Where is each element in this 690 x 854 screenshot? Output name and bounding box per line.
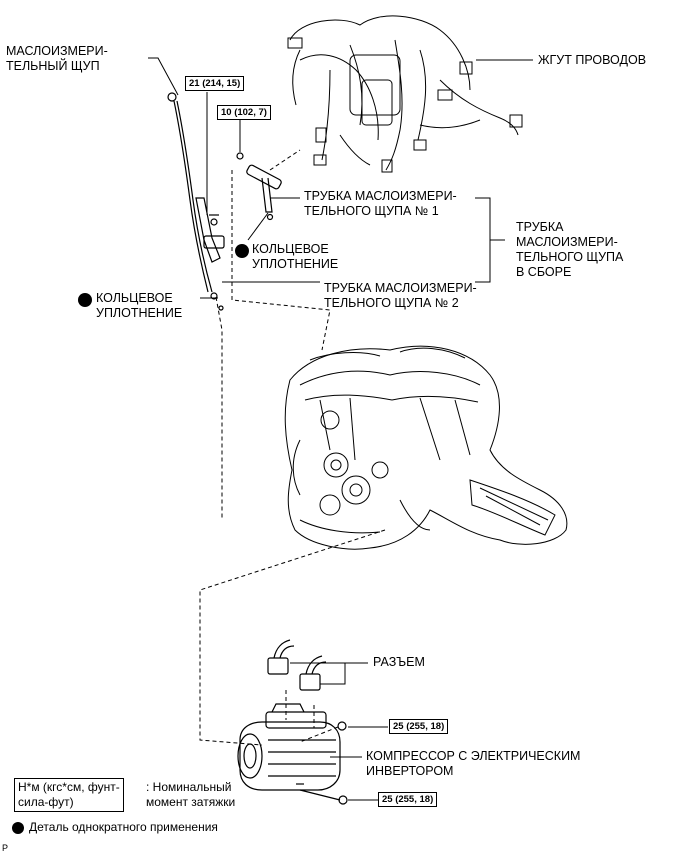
dipstick-tube-2-drawing [195, 197, 225, 263]
label-compressor: КОМПРЕССОР С ЭЛЕКТРИЧЕСКИМ ИНВЕРТОРОМ [366, 749, 581, 778]
label-oring-lower: КОЛЬЦЕВОЕ УПЛОТНЕНИЕ [96, 291, 183, 320]
legend-nonreusable-text: Деталь однократного применения [29, 820, 218, 834]
engine-drawing [284, 345, 568, 550]
label-wire-harness: ЖГУТ ПРОВОДОВ [538, 53, 647, 67]
torque-spec-dipstick-tube-1: 10 (102, 7) [217, 105, 271, 120]
bracket-tube-assy [475, 197, 491, 283]
label-connector: РАЗЪЕМ [373, 655, 425, 669]
label-dipstick: МАСЛОИЗМЕРИ- ТЕЛЬНЫЙ ЩУП [6, 44, 108, 73]
leader-dipstick [148, 57, 179, 96]
torque-spec-compressor-bolt: 25 (255, 18) [378, 792, 438, 807]
legend-nonreusable-marker [12, 822, 24, 834]
leader-oring-upper [247, 212, 269, 241]
compressor-drawing [237, 703, 348, 805]
legend-torque-unit: Н*м (кгс*см, фунт- сила-фут) [14, 778, 124, 812]
label-tube-1: ТРУБКА МАСЛОИЗМЕРИ- ТЕЛЬНОГО ЩУПА № 1 [304, 189, 457, 218]
assembly-lines [199, 149, 386, 746]
bracket-connector [290, 662, 346, 685]
label-tube-assembly: ТРУБКА МАСЛОИЗМЕРИ- ТЕЛЬНОГО ЩУПА В СБОР… [516, 220, 624, 279]
wire-harness-drawing [287, 15, 523, 173]
torque-spec-dipstick-tube-2: 21 (214, 15) [185, 76, 245, 91]
nonreusable-marker-upper [235, 244, 249, 258]
dipstick-tube-1-drawing [236, 152, 282, 221]
label-tube-2: ТРУБКА МАСЛОИЗМЕРИ- ТЕЛЬНОГО ЩУПА № 2 [324, 281, 477, 310]
dipstick-drawing [167, 92, 224, 311]
nonreusable-marker-lower [78, 293, 92, 307]
corner-mark: P [2, 843, 9, 853]
label-oring-upper: КОЛЬЦЕВОЕ УПЛОТНЕНИЕ [252, 242, 339, 271]
legend-torque-description: : Номинальный момент затяжки [146, 780, 236, 809]
torque-spec-compressor-nut: 25 (255, 18) [389, 719, 449, 734]
connectors-drawing [267, 639, 327, 691]
